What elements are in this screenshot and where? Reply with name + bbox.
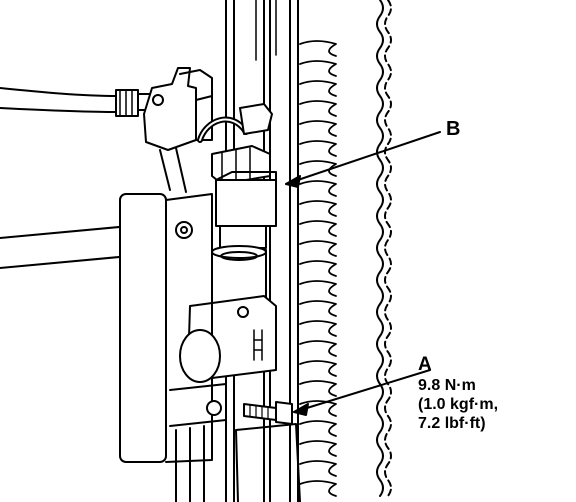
callout-label-b: B: [446, 118, 461, 140]
retaining-clip: [197, 103, 273, 143]
callout-label-a: A: [418, 354, 432, 375]
cooling-fins: [299, 40, 337, 497]
torque-spec-kgfm: (1.0 kgf·m,: [418, 396, 499, 413]
cable-harness: [0, 87, 153, 117]
radiator-core: [376, 0, 392, 497]
torque-spec-nm: 9.8 N·m: [418, 377, 476, 394]
callout-a-block: A 9.8 N·m (1.0 kgf·m, 7.2 lbf·ft): [418, 355, 498, 433]
mounting-bracket: [143, 67, 213, 193]
connector-b: [211, 145, 277, 249]
side-bracket: [0, 193, 227, 502]
leader-lines: [285, 131, 441, 416]
bolt-a: [235, 401, 301, 502]
torque-spec-lbfft: 7.2 lbf·ft): [418, 415, 486, 432]
